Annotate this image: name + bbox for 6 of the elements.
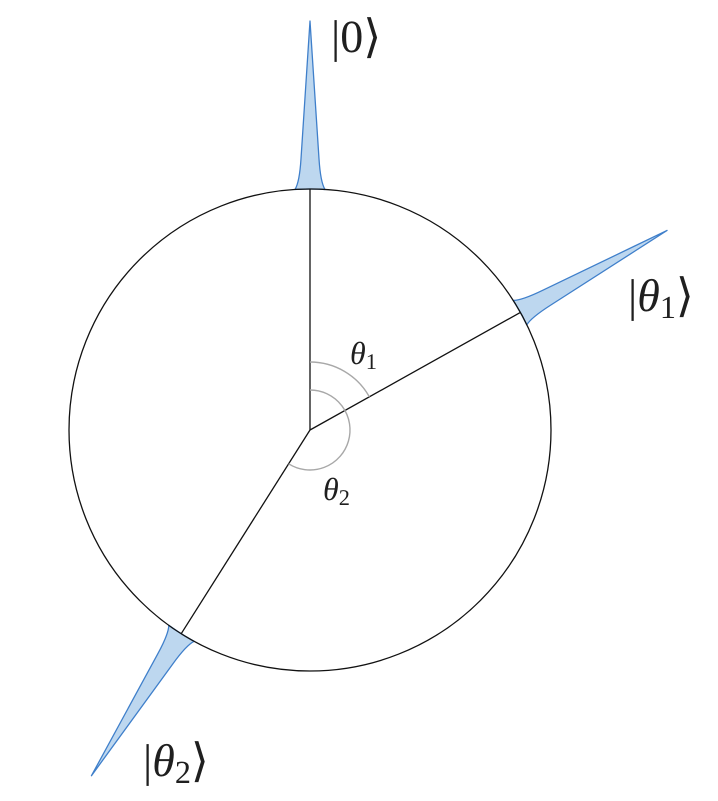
angle-label: θ$_{2}$ [323,473,350,505]
angle-label: θ$_{1}$ [350,337,377,369]
peak-spike [294,20,326,190]
state-label: |θ$_{2}$⟩ [143,738,209,784]
state-label: |θ$_{1}$⟩ [628,273,694,319]
state-label: |0⟩ [331,14,382,60]
